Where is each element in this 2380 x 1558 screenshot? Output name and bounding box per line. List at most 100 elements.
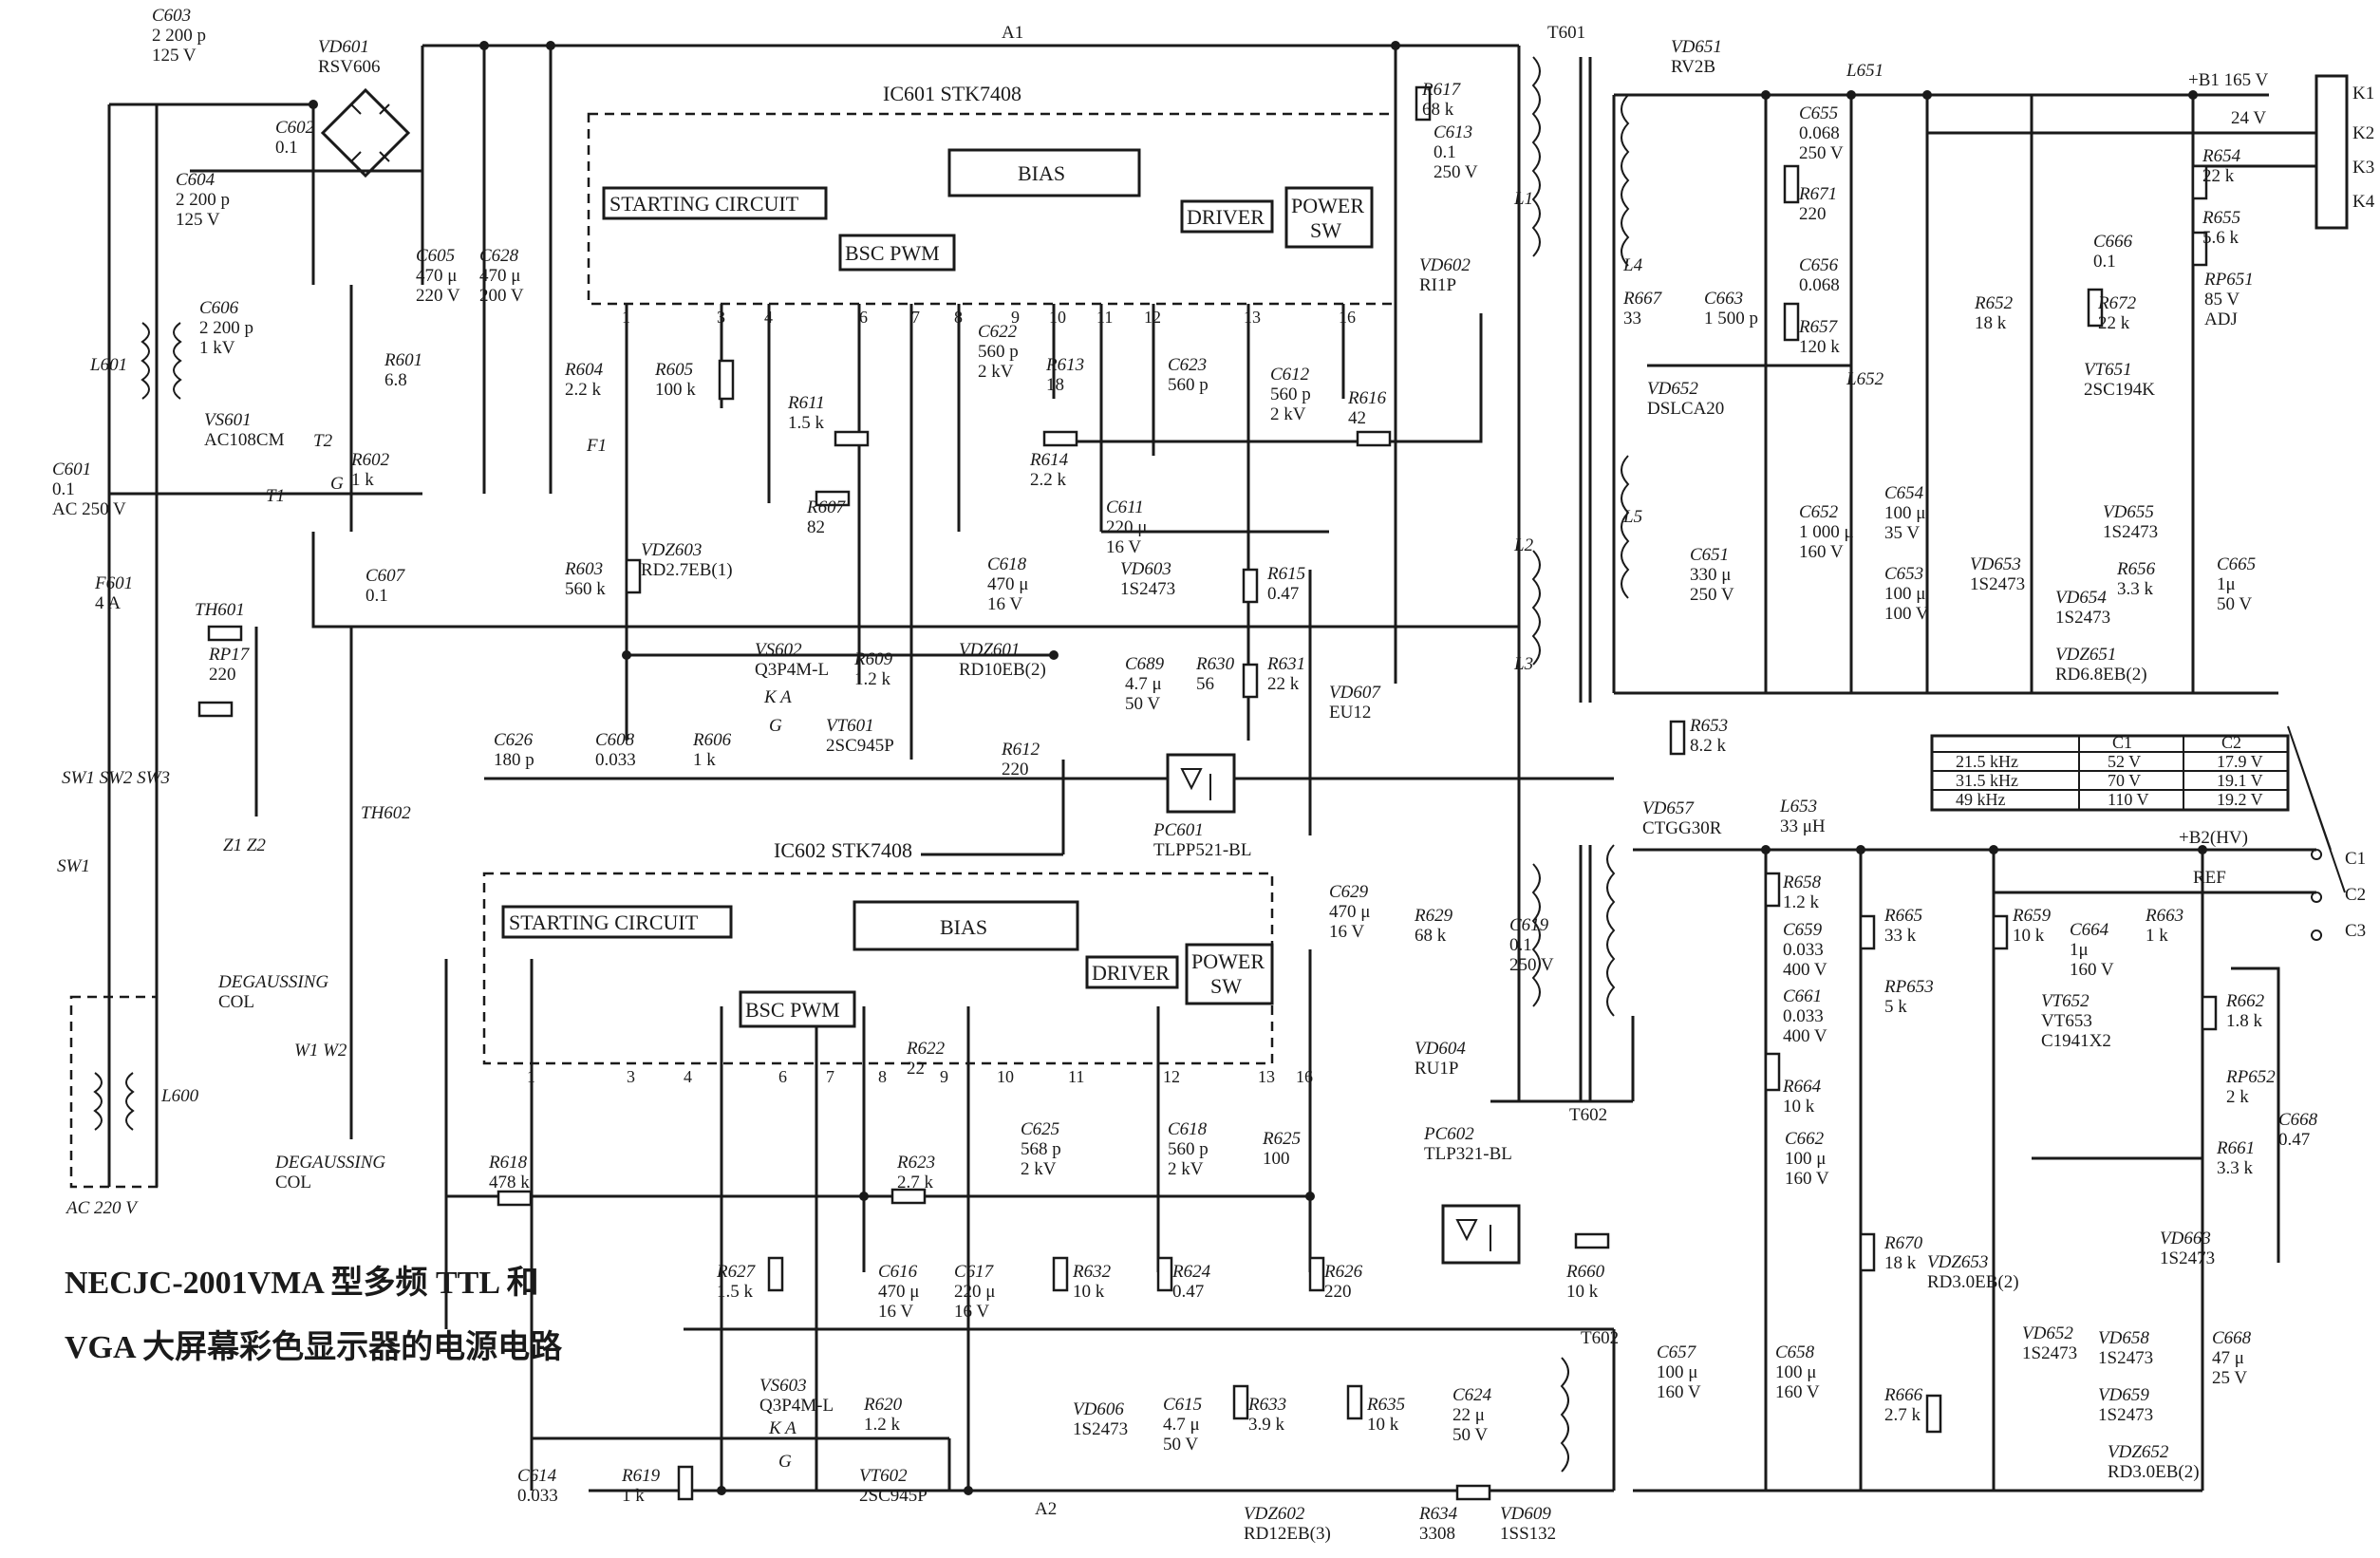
- ic602-pin-8: 8: [878, 1067, 887, 1086]
- label-c654: 35 V: [1884, 523, 1920, 543]
- label-c603: C603: [152, 6, 191, 26]
- label-c651: C651: [1690, 545, 1729, 565]
- label-vs602: Q3P4M-L: [755, 660, 829, 680]
- label-c652: 160 V: [1799, 542, 1844, 562]
- label-vd653: VD653: [1970, 554, 2021, 574]
- label-rp653: 5 k: [1884, 997, 1907, 1017]
- label-r615: R615: [1266, 564, 1305, 584]
- label-c666: 0.1: [2093, 252, 2116, 272]
- label-c689: 50 V: [1125, 694, 1160, 714]
- label-r624: 0.47: [1172, 1282, 1204, 1302]
- label-c652: C652: [1799, 502, 1839, 522]
- label-r618: 478 k: [489, 1173, 530, 1192]
- label-r663: 1 k: [2146, 926, 2168, 946]
- label-vd659: 1S2473: [2098, 1405, 2153, 1425]
- label-c601: 0.1: [52, 479, 75, 499]
- caption: NECJC-2001VMA 型多频 TTL 和 VGA 大屏幕彩色显示器的电源电…: [65, 1265, 563, 1365]
- connector-c1: C1: [2345, 849, 2366, 869]
- label-r618: R618: [488, 1153, 528, 1173]
- label-r604: 2.2 k: [565, 380, 602, 400]
- label-r619: 1 k: [622, 1486, 645, 1506]
- label-c658: 160 V: [1775, 1382, 1820, 1402]
- label-r671: R671: [1798, 184, 1837, 204]
- label-sw123: SW1 SW2 SW3: [62, 768, 170, 788]
- line-filter-l600: [69, 995, 159, 1189]
- label-c664: 160 V: [2070, 960, 2114, 980]
- label-l3: L3: [1513, 654, 1533, 674]
- freq-table-cell: 17.9 V: [2217, 752, 2263, 771]
- ic601-bias: BIAS: [1018, 161, 1065, 185]
- label-c608: 0.033: [595, 750, 636, 770]
- label-c623: 560 p: [1168, 375, 1209, 395]
- label-vd602: RI1P: [1419, 275, 1456, 295]
- label-r672: R672: [2097, 293, 2137, 313]
- label-r659: R659: [2012, 906, 2052, 926]
- label-rp651: RP651: [2203, 270, 2254, 290]
- label-rp653: RP653: [1883, 977, 1934, 997]
- label-rp17: 220: [209, 665, 236, 685]
- label-r601: 6.8: [384, 370, 407, 390]
- label-r633: 3.9 k: [1248, 1415, 1285, 1435]
- label-c662: 100 μ: [1785, 1149, 1826, 1169]
- label-c652: 1 000 μ: [1799, 522, 1854, 542]
- label-c604: C604: [176, 170, 216, 190]
- label-r653: 8.2 k: [1690, 736, 1727, 756]
- ic602-pin-11: 11: [1068, 1067, 1084, 1086]
- label-c668a: 0.47: [2278, 1130, 2310, 1150]
- transformer-t601: [1531, 56, 1630, 703]
- freq-table-cell: 70 V: [2108, 771, 2141, 790]
- label-c663: C663: [1704, 289, 1743, 309]
- ic602-pin-13: 13: [1258, 1067, 1275, 1086]
- label-r614: R614: [1029, 450, 1069, 470]
- label-g602: G: [769, 716, 782, 736]
- label-vs601: VS601: [204, 410, 252, 430]
- label-r671: 220: [1799, 204, 1827, 224]
- label-vd655: VD655: [2103, 502, 2154, 522]
- label-vd654: 1S2473: [2055, 608, 2110, 628]
- label-r614: 2.2 k: [1030, 470, 1067, 490]
- label-r653: R653: [1689, 716, 1728, 736]
- label-c657: 160 V: [1657, 1382, 1701, 1402]
- t602-label-bottom: T602: [1581, 1328, 1619, 1348]
- label-l600: L600: [160, 1086, 199, 1106]
- output-labels: +B1 165 V 24 V K1 K2 K3 K4 +B2(HV) REF C…: [2179, 70, 2375, 941]
- ic601-pin-16: 16: [1339, 308, 1356, 327]
- label-c659: 400 V: [1783, 960, 1827, 980]
- ic601-pin-3: 3: [717, 308, 725, 327]
- label-vd604: RU1P: [1415, 1059, 1458, 1079]
- label-c618a: 16 V: [987, 594, 1022, 614]
- label-r662: R662: [2225, 991, 2265, 1011]
- label-c611: C611: [1106, 497, 1144, 517]
- label-vdz603: VDZ603: [641, 540, 702, 560]
- label-c618a: C618: [987, 554, 1027, 574]
- label-r634: R634: [1418, 1504, 1458, 1524]
- freq-table-cell: 49 kHz: [1956, 790, 2006, 809]
- ic601-pin-10: 10: [1049, 308, 1066, 327]
- ic601-pin-11: 11: [1096, 308, 1113, 327]
- ic601-starting-circuit: STARTING CIRCUIT: [609, 192, 799, 216]
- label-vd652b: 1S2473: [2022, 1343, 2077, 1363]
- ic601-sw: SW: [1310, 218, 1341, 242]
- connector-k3: K3: [2352, 158, 2374, 178]
- label-r662: 1.8 k: [2226, 1011, 2263, 1031]
- label-g603: G: [778, 1452, 792, 1472]
- label-c618a: 470 μ: [987, 574, 1028, 594]
- label-c628: 470 μ: [479, 266, 520, 286]
- output-b2: +B2(HV): [2179, 828, 2248, 848]
- label-r665: 33 k: [1884, 926, 1917, 946]
- label-r634: 3308: [1419, 1524, 1455, 1544]
- label-l651: L651: [1846, 61, 1883, 81]
- label-r605: 100 k: [655, 380, 696, 400]
- label-c629: C629: [1329, 882, 1369, 902]
- label-c603: 125 V: [152, 46, 197, 66]
- ic601-pin-1: 1: [622, 308, 630, 327]
- connector-k: [2314, 74, 2349, 230]
- label-c661: 400 V: [1783, 1026, 1827, 1046]
- label-c616: C616: [878, 1262, 918, 1282]
- label-c651: 330 μ: [1690, 565, 1731, 585]
- ic601-power: POWER: [1291, 194, 1364, 217]
- label-r625: R625: [1262, 1129, 1301, 1149]
- label-r622: 22: [907, 1059, 925, 1079]
